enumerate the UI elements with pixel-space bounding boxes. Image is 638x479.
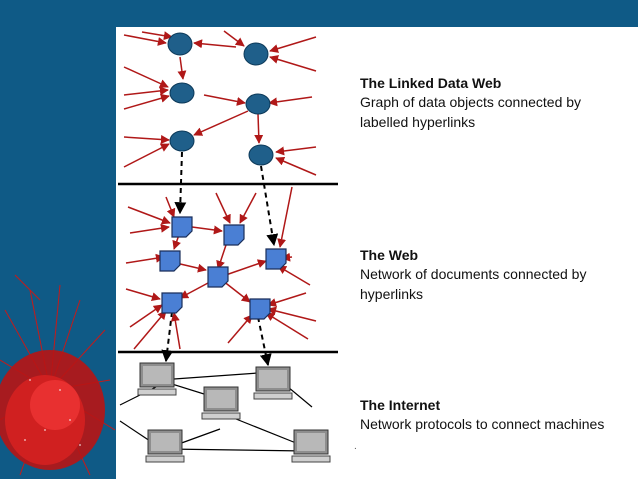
computer-icon bbox=[137, 362, 331, 463]
document-node bbox=[159, 216, 287, 320]
layer-description: Network of documents connected by hyperl… bbox=[360, 266, 587, 302]
layer-description: Graph of data objects connected by label… bbox=[360, 94, 582, 130]
linked-data-web-label: The Linked Data Web Graph of data object… bbox=[360, 74, 630, 132]
network-burst-image bbox=[0, 274, 116, 476]
web-label: The Web Network of documents connected b… bbox=[360, 246, 630, 304]
internet-label: The Internet Network protocols to connec… bbox=[360, 396, 630, 434]
layer-description: Network protocols to connect machines bbox=[360, 416, 605, 432]
web-links bbox=[125, 186, 317, 350]
layered-web-diagram bbox=[118, 30, 338, 463]
linked-data-links bbox=[123, 30, 317, 176]
slide: The Linked Data Web Graph of data object… bbox=[116, 27, 638, 479]
layer-title: The Web bbox=[360, 247, 419, 263]
data-node bbox=[167, 32, 274, 166]
footnote-dot: . bbox=[354, 441, 357, 452]
layer-title: The Internet bbox=[360, 397, 441, 413]
layer-title: The Linked Data Web bbox=[360, 75, 502, 91]
